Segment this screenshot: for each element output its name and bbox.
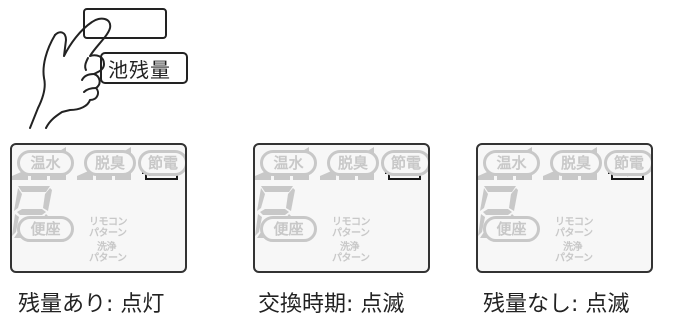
- rimokon-pattern-label: リモコン パターン: [555, 217, 594, 239]
- benza-indicator: 便座: [260, 216, 317, 242]
- senjo-pattern-label: 洗浄 パターン: [89, 242, 127, 264]
- lcd-panel-full: 温水 脱臭 節電 便座 リモコン パターン 洗浄 パターン: [10, 143, 187, 273]
- rimokon-line-2: パターン: [332, 228, 370, 239]
- dasshu-indicator: 脱臭: [84, 150, 136, 176]
- setsuden-indicator: 節電: [138, 150, 185, 176]
- dasshu-indicator: 脱臭: [327, 150, 379, 176]
- setsuden-indicator: 節電: [604, 150, 651, 176]
- rimokon-pattern-label: リモコン パターン: [332, 217, 371, 239]
- senjo-line-1: 洗浄: [97, 242, 116, 253]
- setsuden-indicator: 節電: [381, 150, 428, 176]
- battery-level-label-text: 池残量: [108, 58, 171, 82]
- rimokon-line-1: リモコン: [332, 217, 371, 228]
- benza-indicator: 便座: [483, 216, 540, 242]
- senjo-line-2: パターン: [332, 253, 370, 264]
- battery-check-button[interactable]: [83, 8, 167, 39]
- lcd-panel-empty: 温水 脱臭 節電 便座 リモコン パターン 洗浄 パターン: [476, 143, 653, 273]
- rimokon-line-2: パターン: [89, 228, 127, 239]
- lcd-panel-low: 温水 脱臭 節電 便座 リモコン パターン 洗浄 パターン: [253, 143, 430, 273]
- onsui-indicator: 温水: [483, 150, 540, 176]
- onsui-indicator: 温水: [17, 150, 74, 176]
- rimokon-pattern-label: リモコン パターン: [89, 217, 128, 239]
- rimokon-line-1: リモコン: [555, 217, 594, 228]
- rimokon-line-2: パターン: [555, 228, 593, 239]
- dasshu-indicator: 脱臭: [550, 150, 602, 176]
- hand-pointing-icon: [29, 17, 112, 129]
- caption-empty: 残量なし: 点滅: [483, 292, 630, 317]
- button-illustration: 池残量: [0, 0, 240, 130]
- senjo-line-1: 洗浄: [340, 242, 359, 253]
- senjo-line-2: パターン: [89, 253, 127, 264]
- senjo-line-2: パターン: [555, 253, 593, 264]
- senjo-pattern-label: 洗浄 パターン: [332, 242, 370, 264]
- caption-full: 残量あり: 点灯: [18, 292, 165, 317]
- battery-level-label: 池残量: [100, 52, 188, 84]
- benza-indicator: 便座: [17, 216, 74, 242]
- senjo-line-1: 洗浄: [563, 242, 582, 253]
- onsui-indicator: 温水: [260, 150, 317, 176]
- caption-low: 交換時期: 点滅: [258, 292, 405, 317]
- senjo-pattern-label: 洗浄 パターン: [555, 242, 593, 264]
- rimokon-line-1: リモコン: [89, 217, 128, 228]
